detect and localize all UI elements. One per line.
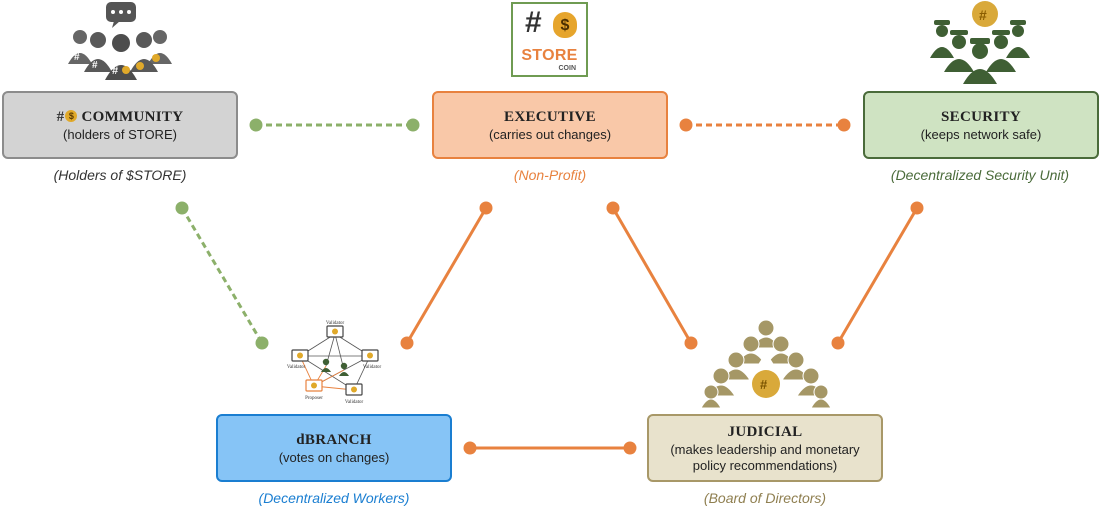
judicial-caption: (Board of Directors) [703,490,827,506]
judicial-subtitle-line2: policy recommendations) [692,457,838,473]
svg-text:#: # [74,52,80,63]
community-hash-symbol: # [56,108,65,125]
node-security: SECURITY (keeps network safe) [863,91,1099,159]
proposer-label: Proposer [305,396,323,401]
svg-text:#: # [979,7,987,23]
connector-community-executive [249,118,420,132]
dbranch-title: dBRANCH [296,431,372,448]
connector-community-dbranch [175,201,269,350]
security-guards-icon: # [930,1,1030,84]
store-coin-logo: # $ STORE COIN [511,2,588,77]
connector-executive-security [679,118,851,132]
validator-network-icon: Validator Validator Validator Validator … [287,321,382,405]
connector-dbranch-judicial [463,441,637,455]
security-caption: (Decentralized Security Unit) [890,167,1070,183]
logo-store-text: STORE [521,47,578,64]
connector-executive-judicial [606,201,698,350]
executive-subtitle: (carries out changes) [488,126,612,142]
validator-label: Validator [326,321,345,326]
judicial-title: JUDICIAL [727,423,803,440]
community-title: #$COMMUNITY [57,108,184,127]
connector-executive-dbranch [400,201,493,350]
svg-text:#: # [112,65,118,77]
svg-text:#: # [92,60,98,71]
judicial-subtitle-line1: (makes leadership and monetary [670,441,860,457]
money-bag-icon: $ [553,12,577,38]
svg-text:#: # [760,377,768,392]
security-title: SECURITY [941,108,1021,125]
dbranch-subtitle: (votes on changes) [278,449,390,465]
security-subtitle: (keeps network safe) [920,126,1042,142]
community-group-icon: # # # [68,2,172,80]
money-bag-icon: $ [65,110,78,123]
node-judicial: JUDICIAL (makes leadership and monetary … [647,414,883,482]
community-caption: (Holders of $STORE) [53,167,187,183]
board-pyramid-icon: # [701,319,831,408]
node-dbranch: dBRANCH (votes on changes) [216,414,452,482]
node-executive: EXECUTIVE (carries out changes) [432,91,668,159]
node-community: #$COMMUNITY (holders of STORE) [2,91,238,159]
connector-security-judicial [831,201,924,350]
dbranch-caption: (Decentralized Workers) [258,490,410,506]
logo-hash-symbol: # [525,6,542,39]
validator-label: Validator [345,400,364,405]
executive-title: EXECUTIVE [504,108,596,125]
logo-coin-text: COIN [558,65,577,72]
executive-caption: (Non-Profit) [513,167,587,183]
validator-label: Validator [363,365,382,370]
community-subtitle: (holders of STORE) [63,126,177,142]
community-title-text: COMMUNITY [81,108,184,125]
validator-label: Validator [287,365,306,370]
